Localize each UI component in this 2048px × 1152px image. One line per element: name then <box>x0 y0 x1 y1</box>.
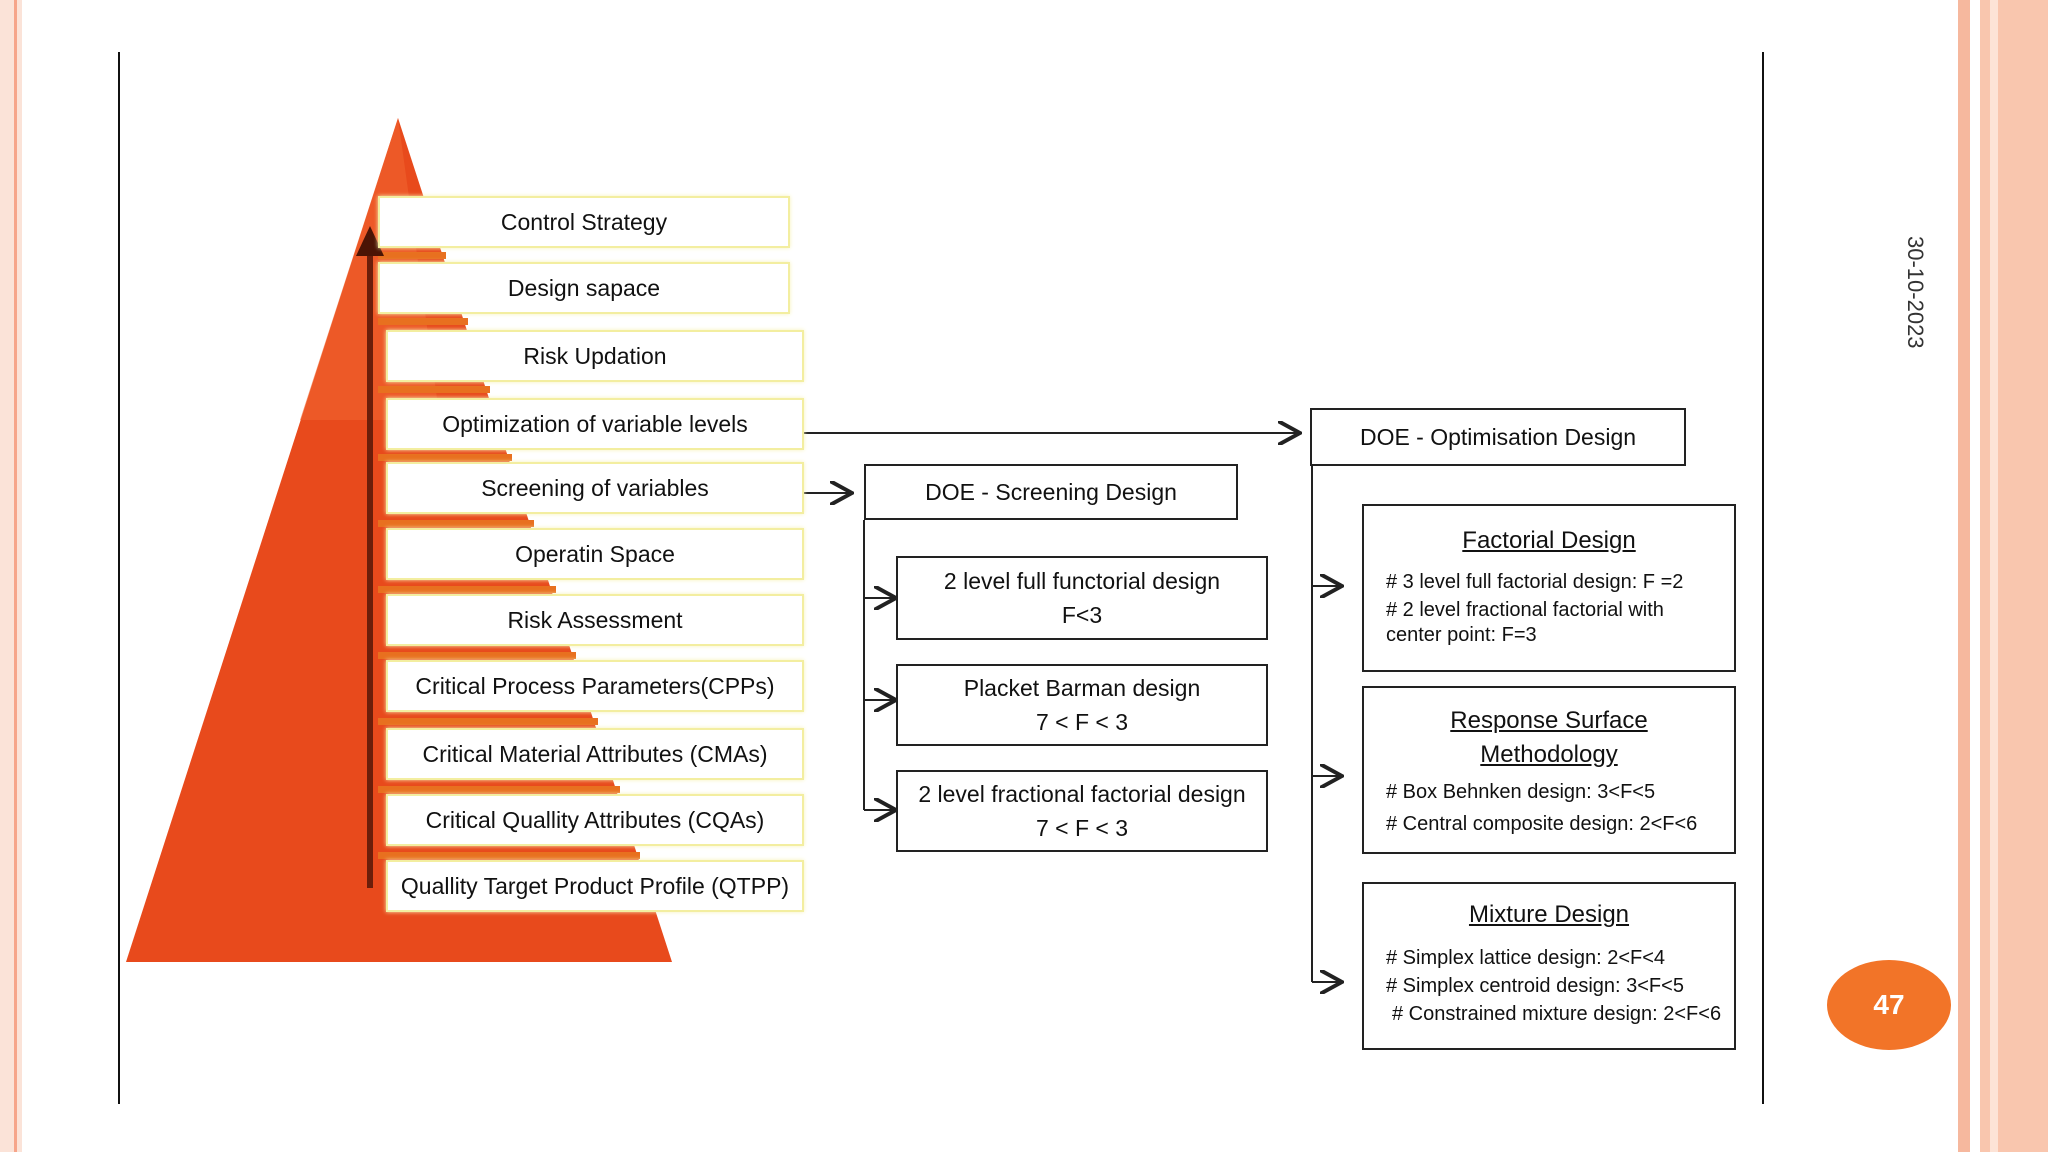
response-surface-title-1: Response Surface <box>1450 707 1648 734</box>
step-cmas: Critical Material Attributes (CMAs) <box>386 728 804 780</box>
factorial-item-3: center point: F=3 <box>1386 624 1537 646</box>
factorial-design-box: Factorial Design # 3 level full factoria… <box>1362 504 1736 672</box>
factorial-item-1: # 3 level full factorial design: F =2 <box>1386 571 1684 593</box>
step-operating-space: Operatin Space <box>386 528 804 580</box>
mixture-item-2: # Simplex centroid design: 3<F<5 <box>1386 975 1684 997</box>
fractional-factorial-range: 7 < F < 3 <box>1035 815 1129 841</box>
full-functorial-range: F<3 <box>1061 602 1103 628</box>
left-border-line <box>14 0 17 1152</box>
step-risk-updation: Risk Updation <box>386 330 804 382</box>
factorial-design-title: Factorial Design <box>1462 527 1636 554</box>
step-cpps: Critical Process Parameters(CPPs) <box>386 660 804 712</box>
page-number-badge: 47 <box>1827 960 1951 1050</box>
full-functorial-box: 2 level full functorial design F<3 <box>896 556 1268 640</box>
fractional-factorial-label: 2 level fractional factorial design <box>918 781 1246 807</box>
placket-barman-range: 7 < F < 3 <box>1035 709 1129 735</box>
optimisation-design-title: DOE - Optimisation Design <box>1359 424 1637 450</box>
right-border-stripe-outer <box>1958 0 1970 1152</box>
full-functorial-label: 2 level full functorial design <box>943 568 1221 594</box>
mixture-item-1: # Simplex lattice design: 2<F<4 <box>1386 947 1666 969</box>
step-qtpp: Quallity Target Product Profile (QTPP) <box>386 860 804 912</box>
placket-barman-box: Placket Barman design 7 < F < 3 <box>896 664 1268 746</box>
progression-arrow-head <box>356 226 384 256</box>
step-optimization-variable-levels: Optimization of variable levels <box>386 398 804 450</box>
mixture-design-title: Mixture Design <box>1468 901 1630 928</box>
placket-barman-label: Placket Barman design <box>963 675 1201 701</box>
response-surface-item-1: # Box Behnken design: 3<F<5 <box>1386 781 1656 803</box>
right-border-stripe-light <box>1990 0 1998 1152</box>
response-surface-box: Response Surface Methodology # Box Behnk… <box>1362 686 1736 854</box>
step-control-strategy: Control Strategy <box>378 196 790 248</box>
step-cqas: Critical Quallity Attributes (CQAs) <box>386 794 804 846</box>
response-surface-item-2: # Central composite design: 2<F<6 <box>1386 813 1698 835</box>
screening-design-box: DOE - Screening Design <box>864 464 1238 520</box>
mixture-design-box: Mixture Design # Simplex lattice design:… <box>1362 882 1736 1050</box>
mixture-item-3: # Constrained mixture design: 2<F<6 <box>1392 1003 1722 1025</box>
image-frame-right-line <box>1762 52 1764 1104</box>
slide-date: 30-10-2023 <box>1903 236 1928 349</box>
image-frame-left-line <box>118 52 120 1104</box>
step-screening-variables: Screening of variables <box>386 462 804 514</box>
page-number: 47 <box>1873 989 1905 1020</box>
screening-design-title: DOE - Screening Design <box>925 479 1177 505</box>
step-design-space: Design sapace <box>378 262 790 314</box>
step-risk-assessment: Risk Assessment <box>386 594 804 646</box>
optimisation-design-box: DOE - Optimisation Design <box>1310 408 1686 466</box>
pyramid-ledges <box>378 252 640 859</box>
fractional-factorial-box: 2 level fractional factorial design 7 < … <box>896 770 1268 852</box>
response-surface-title-2: Methodology <box>1480 741 1618 768</box>
factorial-item-2: # 2 level fractional factorial with <box>1386 599 1664 621</box>
